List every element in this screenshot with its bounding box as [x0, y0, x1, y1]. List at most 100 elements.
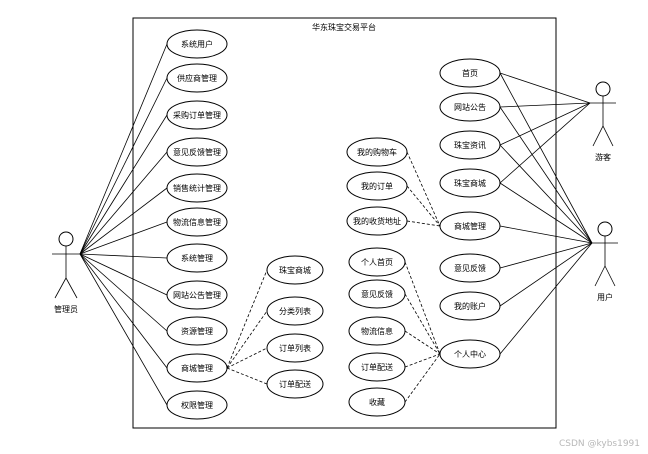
assoc-admin-2 — [79, 114, 168, 255]
actor-admin[interactable]: 管理员 — [52, 231, 80, 314]
usecase-admin-10[interactable]: 权限管理 — [166, 390, 228, 420]
admin-label: 管理员 — [54, 304, 78, 314]
usecase-center-2[interactable]: 物流信息 — [348, 316, 406, 346]
usecase-right-3[interactable]: 珠宝商城 — [439, 168, 501, 198]
guest-label: 游客 — [595, 152, 611, 162]
use-cases: 系统用户供应商管理采购订单管理意见反馈管理销售统计管理物流信息管理系统管理网站公… — [166, 29, 501, 420]
usecase-admin-1[interactable]: 供应商管理 — [166, 63, 228, 93]
usecase-cart-2[interactable]: 我的收货地址 — [346, 206, 408, 236]
usecase-admin-9-label: 商城管理 — [181, 363, 213, 373]
usecase-right-0-shape — [439, 58, 501, 88]
usecase-admin-6[interactable]: 系统管理 — [166, 243, 228, 273]
usecase-admin-1-shape — [166, 63, 228, 93]
usecase-admin-0[interactable]: 系统用户 — [166, 29, 228, 59]
usecase-right-6-label: 我的账户 — [454, 301, 486, 311]
usecase-admin-7[interactable]: 网站公告管理 — [166, 280, 228, 310]
assoc-guest-2 — [499, 102, 591, 146]
assoc-admin-0 — [79, 43, 168, 255]
usecase-mall-sub-0[interactable]: 珠宝商城 — [266, 255, 324, 285]
associations — [79, 43, 593, 406]
usecase-right-5-shape — [439, 253, 501, 283]
usecase-right-4-shape — [439, 211, 501, 241]
system-boundary — [132, 17, 557, 429]
guest-head — [595, 81, 611, 97]
usecase-admin-3[interactable]: 意见反馈管理 — [166, 137, 228, 167]
include-mall-0 — [226, 269, 268, 369]
usecase-admin-10-label: 权限管理 — [181, 400, 213, 410]
assoc-user-5 — [499, 242, 593, 269]
usecase-cart-0-shape — [346, 137, 408, 167]
usecase-right-7[interactable]: 个人中心 — [439, 339, 501, 369]
usecase-center-4-label: 收藏 — [369, 397, 385, 407]
assoc-user-4 — [499, 225, 593, 244]
usecase-admin-9-shape — [166, 353, 228, 383]
assoc-admin-5 — [79, 221, 168, 255]
usecase-admin-4[interactable]: 销售统计管理 — [166, 173, 228, 203]
user-head — [597, 221, 613, 237]
usecase-admin-10-shape — [166, 390, 228, 420]
usecase-mall-sub-3[interactable]: 订单配送 — [266, 369, 324, 399]
assoc-admin-9 — [79, 253, 168, 369]
include-center-0 — [404, 261, 441, 355]
admin-head — [58, 231, 74, 247]
usecase-admin-5[interactable]: 物流信息管理 — [166, 207, 228, 237]
usecase-admin-9[interactable]: 商城管理 — [166, 353, 228, 383]
usecase-center-0[interactable]: 个人首页 — [348, 247, 406, 277]
assoc-guest-0 — [499, 72, 591, 104]
usecase-cart-1-label: 我的订单 — [361, 181, 393, 191]
usecase-mall-sub-1-label: 分类列表 — [279, 306, 311, 316]
usecase-center-3-shape — [348, 352, 406, 382]
assoc-admin-10 — [79, 253, 168, 406]
usecase-cart-1-shape — [346, 171, 408, 201]
usecase-admin-8[interactable]: 资源管理 — [166, 316, 228, 346]
user-label: 用户 — [597, 292, 613, 302]
usecase-right-2[interactable]: 珠宝资讯 — [439, 130, 501, 160]
usecase-admin-8-label: 资源管理 — [181, 326, 213, 336]
usecase-admin-2[interactable]: 采购订单管理 — [166, 100, 228, 130]
usecase-center-1-shape — [348, 279, 406, 309]
usecase-right-2-shape — [439, 130, 501, 160]
assoc-user-7 — [499, 242, 593, 355]
usecase-admin-0-shape — [166, 29, 228, 59]
usecase-right-5[interactable]: 意见反馈 — [439, 253, 501, 283]
usecase-mall-sub-2-label: 订单列表 — [279, 343, 311, 353]
usecase-mall-sub-3-shape — [266, 369, 324, 399]
usecase-right-6[interactable]: 我的账户 — [439, 291, 501, 321]
usecase-right-3-label: 珠宝商城 — [454, 178, 486, 188]
usecase-right-4[interactable]: 商城管理 — [439, 211, 501, 241]
usecase-admin-8-shape — [166, 316, 228, 346]
usecase-right-1[interactable]: 网站公告 — [439, 92, 501, 122]
include-center-1 — [404, 293, 441, 355]
usecase-center-1[interactable]: 意见反馈 — [348, 279, 406, 309]
usecase-mall-sub-0-shape — [266, 255, 324, 285]
usecase-cart-0[interactable]: 我的购物车 — [346, 137, 408, 167]
usecase-center-2-shape — [348, 316, 406, 346]
usecase-right-0-label: 首页 — [462, 68, 478, 78]
include-center-2 — [404, 330, 441, 355]
usecase-center-3[interactable]: 订单配送 — [348, 352, 406, 382]
assoc-user-3 — [499, 182, 593, 244]
usecase-cart-2-label: 我的收货地址 — [353, 216, 401, 226]
assoc-user-2 — [499, 144, 593, 244]
usecase-cart-1[interactable]: 我的订单 — [346, 171, 408, 201]
usecase-admin-3-shape — [166, 137, 228, 167]
usecase-right-7-shape — [439, 339, 501, 369]
system-title: 华东珠宝交易平台 — [312, 22, 376, 32]
usecase-mall-sub-2[interactable]: 订单列表 — [266, 333, 324, 363]
usecase-admin-3-label: 意见反馈管理 — [173, 147, 221, 157]
usecase-mall-sub-1[interactable]: 分类列表 — [266, 296, 324, 326]
usecase-center-4[interactable]: 收藏 — [348, 387, 406, 417]
usecase-center-3-label: 订单配送 — [361, 362, 393, 372]
include-mall-3 — [226, 367, 268, 385]
usecase-right-1-label: 网站公告 — [454, 102, 486, 112]
actor-user[interactable]: 用户 — [592, 221, 618, 302]
usecase-right-0[interactable]: 首页 — [439, 58, 501, 88]
usecase-mall-sub-1-shape — [266, 296, 324, 326]
include-center-4 — [404, 353, 441, 403]
assoc-admin-3 — [79, 151, 168, 255]
assoc-user-0 — [499, 72, 593, 244]
usecase-center-0-label: 个人首页 — [361, 257, 393, 267]
actor-guest[interactable]: 游客 — [590, 81, 616, 162]
usecase-admin-7-label: 网站公告管理 — [173, 290, 221, 300]
include-mall-2 — [226, 347, 268, 369]
